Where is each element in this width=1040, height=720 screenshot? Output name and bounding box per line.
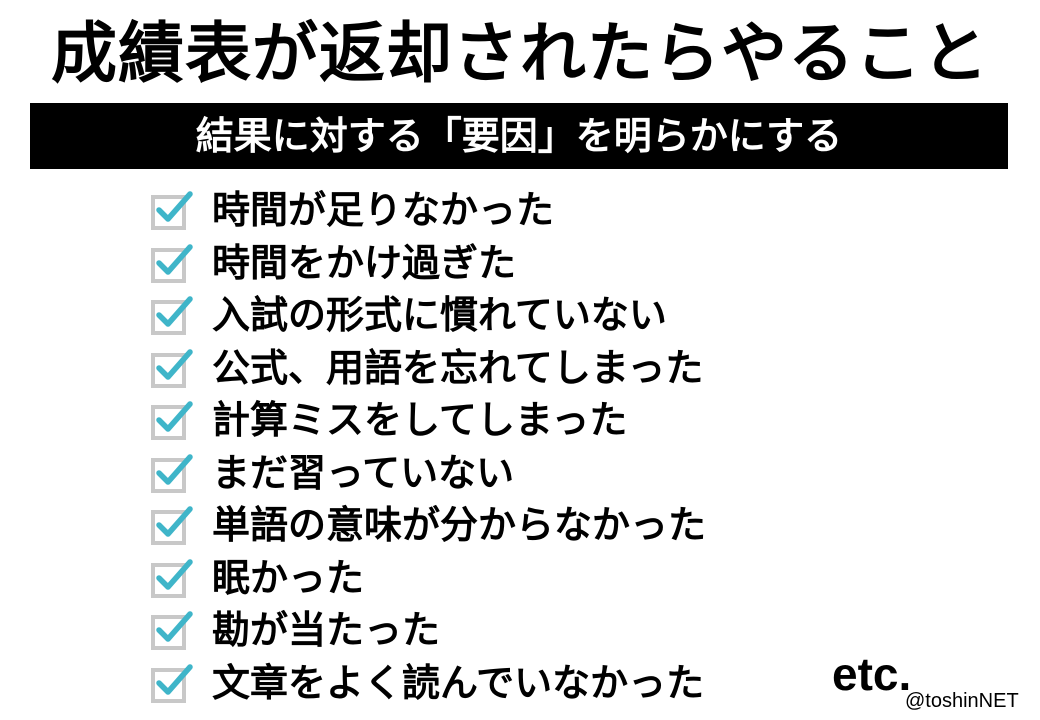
checkbox-checked-icon [151, 559, 193, 598]
checkbox-checked-icon [151, 611, 193, 651]
checklist-item-text: まだ習っていない [212, 450, 515, 495]
checkbox-checked-icon [151, 506, 193, 546]
checklist-item: まだ習っていない [150, 447, 910, 500]
checklist-item-text: 眠かった [212, 555, 365, 600]
page-title: 成績表が返却されたらやること [51, 15, 989, 92]
checklist-item: 眠かった [150, 552, 910, 605]
checkbox-checked-icon [151, 664, 193, 703]
checklist-item: 時間が足りなかった [150, 184, 910, 237]
checklist-item: 入試の形式に慣れていない [150, 289, 910, 342]
etc-label: etc. [832, 648, 912, 700]
credit-handle: @toshinNET [905, 690, 1019, 712]
checklist-item-text: 時間をかけ過ぎた [212, 240, 517, 285]
checklist: 時間が足りなかった時間をかけ過ぎた入試の形式に慣れていない公式、用語を忘れてしま… [150, 184, 910, 709]
checklist-item: 勘が当たった [150, 604, 910, 657]
checklist-item: 公式、用語を忘れてしまった [150, 342, 910, 395]
checkbox-checked-icon [151, 244, 193, 283]
checklist-item-text: 公式、用語を忘れてしまった [212, 345, 704, 390]
checkbox-checked-icon [151, 401, 193, 441]
checklist-item-text: 単語の意味が分からなかった [212, 503, 707, 548]
checklist-item: 単語の意味が分からなかった [150, 499, 910, 552]
checklist-item-text: 計算ミスをしてしまった [212, 398, 628, 443]
checkbox-checked-icon [151, 454, 193, 493]
checklist-item-text: 時間が足りなかった [212, 188, 555, 233]
checklist-item-text: 勘が当たった [212, 608, 441, 653]
checklist-item: 計算ミスをしてしまった [150, 394, 910, 447]
checklist-item: 時間をかけ過ぎた [150, 237, 910, 290]
checklist-item-text: 文章をよく読んでいなかった [212, 660, 705, 705]
subtitle-banner-text: 結果に対する「要因」を明らかにする [195, 114, 843, 158]
checklist-item: 文章をよく読んでいなかった [150, 657, 910, 710]
subtitle-banner: 結果に対する「要因」を明らかにする [30, 103, 1008, 169]
checklist-item-text: 入試の形式に慣れていない [212, 293, 667, 338]
checkbox-checked-icon [151, 296, 193, 336]
checkbox-checked-icon [151, 191, 193, 231]
checkbox-checked-icon [151, 349, 193, 388]
